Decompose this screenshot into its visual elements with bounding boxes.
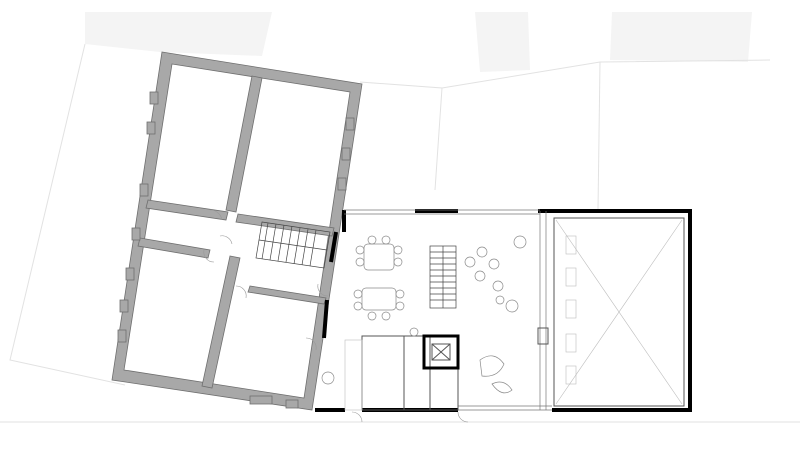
extension-doors	[351, 411, 469, 423]
site-context	[0, 12, 800, 423]
lounge-seating	[321, 235, 527, 394]
storage-niches	[565, 235, 577, 385]
doors	[203, 209, 329, 351]
meeting-tables	[353, 235, 405, 321]
new-extension	[315, 209, 692, 412]
wall-segment	[322, 299, 329, 339]
old-stair	[255, 221, 331, 269]
column	[537, 327, 549, 345]
stair	[429, 245, 457, 309]
existing-building	[111, 51, 363, 411]
wall-segment	[329, 231, 338, 263]
elevator-core	[422, 334, 460, 370]
